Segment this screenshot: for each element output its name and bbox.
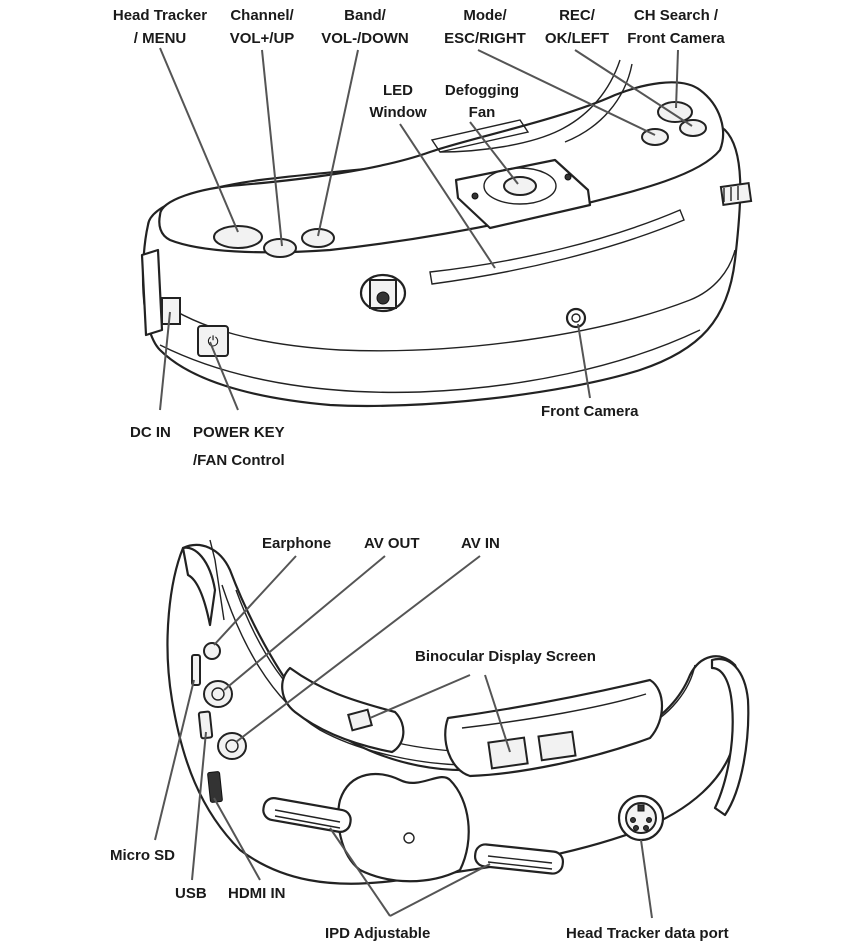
label-front-camera: Front Camera bbox=[541, 403, 639, 420]
power-key-button[interactable] bbox=[197, 325, 229, 357]
label-mode: Mode/ESC/RIGHT bbox=[444, 7, 526, 47]
band-button[interactable] bbox=[301, 228, 335, 248]
label-head-tracker: Head Tracker/ MENU bbox=[113, 7, 207, 47]
label-earphone: Earphone bbox=[262, 535, 331, 552]
antenna-connector-icon bbox=[359, 273, 407, 313]
front-camera-icon bbox=[565, 307, 587, 329]
av-out-jack[interactable] bbox=[203, 680, 233, 708]
label-power-key: POWER KEY/FAN Control bbox=[193, 424, 285, 469]
bottom-leader-lines bbox=[154, 555, 653, 919]
label-av-out: AV OUT bbox=[364, 535, 420, 552]
head-tracker-port-icon bbox=[617, 794, 665, 842]
side-antenna-connector-icon bbox=[719, 182, 753, 206]
bottom-labels: Earphone AV OUT AV IN Binocular Display … bbox=[110, 535, 729, 942]
usb-port[interactable] bbox=[197, 710, 214, 740]
defogging-fan-icon bbox=[454, 158, 592, 230]
label-av-in: AV IN bbox=[461, 535, 500, 552]
label-rec: REC/OK/LEFT bbox=[545, 7, 609, 47]
label-usb: USB bbox=[175, 885, 207, 902]
label-dc-in: DC IN bbox=[130, 424, 171, 441]
dc-in-port[interactable] bbox=[161, 297, 181, 325]
label-micro-sd: Micro SD bbox=[110, 847, 175, 864]
goggles-bottom-view bbox=[166, 539, 750, 885]
label-band: Band/VOL-/DOWN bbox=[321, 7, 409, 47]
top-leader-lines bbox=[159, 47, 693, 411]
channel-button[interactable] bbox=[263, 238, 297, 258]
label-binocular: Binocular Display Screen bbox=[415, 648, 596, 665]
label-channel: Channel/VOL+/UP bbox=[230, 7, 295, 47]
rec-button[interactable] bbox=[679, 119, 707, 137]
power-icon: ⏻ bbox=[207, 334, 218, 350]
head-tracker-button[interactable] bbox=[213, 225, 263, 249]
ch-search-button[interactable] bbox=[657, 101, 693, 123]
micro-sd-slot[interactable] bbox=[191, 654, 201, 686]
mode-button[interactable] bbox=[641, 128, 669, 146]
ipd-slider-right[interactable] bbox=[473, 843, 565, 875]
ipd-slider-left[interactable] bbox=[262, 797, 352, 834]
label-head-tracker-port: Head Tracker data port bbox=[566, 925, 729, 942]
goggles-top-view: ⏻ bbox=[140, 59, 753, 408]
label-ch-search: CH Search /Front Camera bbox=[627, 7, 725, 47]
earphone-jack[interactable] bbox=[203, 642, 221, 660]
label-ipd: IPD Adjustable bbox=[325, 925, 430, 942]
label-hdmi-in: HDMI IN bbox=[228, 885, 286, 902]
top-labels: Head Tracker/ MENU Channel/VOL+/UP Band/… bbox=[113, 7, 726, 469]
